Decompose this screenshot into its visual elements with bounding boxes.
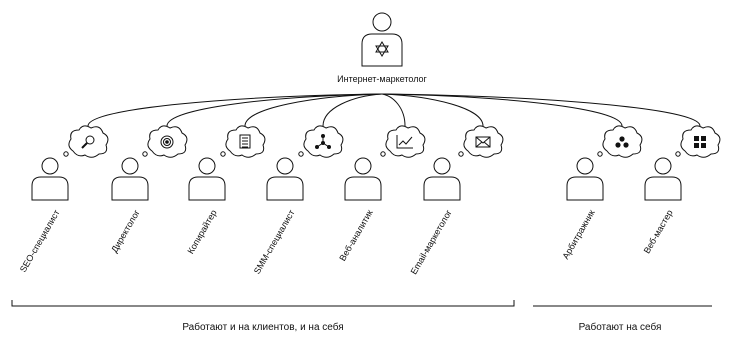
connector-line — [244, 93, 383, 127]
magnifier-icon — [81, 135, 95, 149]
connector-line — [381, 93, 701, 127]
role-label: Директолог — [109, 207, 142, 254]
group-bracket-1 — [11, 300, 515, 307]
root-person — [361, 12, 403, 67]
person-icon — [423, 157, 461, 201]
network-icon — [315, 134, 331, 149]
role-label: SMM-специалист — [252, 208, 297, 276]
role-label: Веб-аналитик — [337, 208, 374, 263]
group-label-self: Работают на себя — [579, 321, 662, 333]
connector-line — [322, 93, 383, 127]
skill-cloud — [298, 125, 344, 158]
role-label: Email-маркетолог — [409, 207, 454, 276]
envelope-icon — [475, 136, 491, 148]
person-icon — [31, 157, 69, 201]
person-icon — [266, 157, 304, 201]
skill-cloud — [142, 125, 188, 158]
person-icon — [644, 157, 682, 201]
connector-line — [381, 93, 484, 127]
connector-line — [87, 93, 383, 127]
person-icon — [344, 157, 382, 201]
connector-line — [381, 93, 623, 127]
role-label: Веб-мастер — [642, 208, 675, 255]
roles-layer: SEO-специалист Директолог Копирайтер SMM-сп… — [18, 125, 721, 276]
skill-cloud — [458, 125, 504, 158]
role-label: Арбитражник — [560, 208, 596, 261]
document-icon — [239, 134, 251, 149]
line-chart-icon — [396, 135, 413, 149]
role-label: SEO-специалист — [18, 208, 62, 274]
skill-cloud — [380, 125, 426, 158]
role-label: Копирайтер — [185, 208, 218, 256]
person-icon — [111, 157, 149, 201]
skill-cloud — [220, 125, 266, 158]
connector-lines — [87, 93, 701, 127]
connector-line — [381, 93, 406, 127]
person-icon — [566, 157, 604, 201]
skill-cloud — [63, 125, 109, 158]
root-label: Интернет-маркетолог — [337, 74, 427, 84]
person-icon — [188, 157, 226, 201]
user-gear-icon — [375, 41, 389, 57]
skill-cloud — [597, 125, 643, 158]
connector-line — [166, 93, 383, 127]
windows-grid-icon — [694, 136, 706, 148]
target-icon — [160, 135, 174, 149]
group-label-clients-and-self: Работают и на клиентов, и на себя — [182, 321, 343, 333]
dots-cluster-icon — [615, 136, 629, 148]
skill-cloud — [675, 125, 721, 158]
